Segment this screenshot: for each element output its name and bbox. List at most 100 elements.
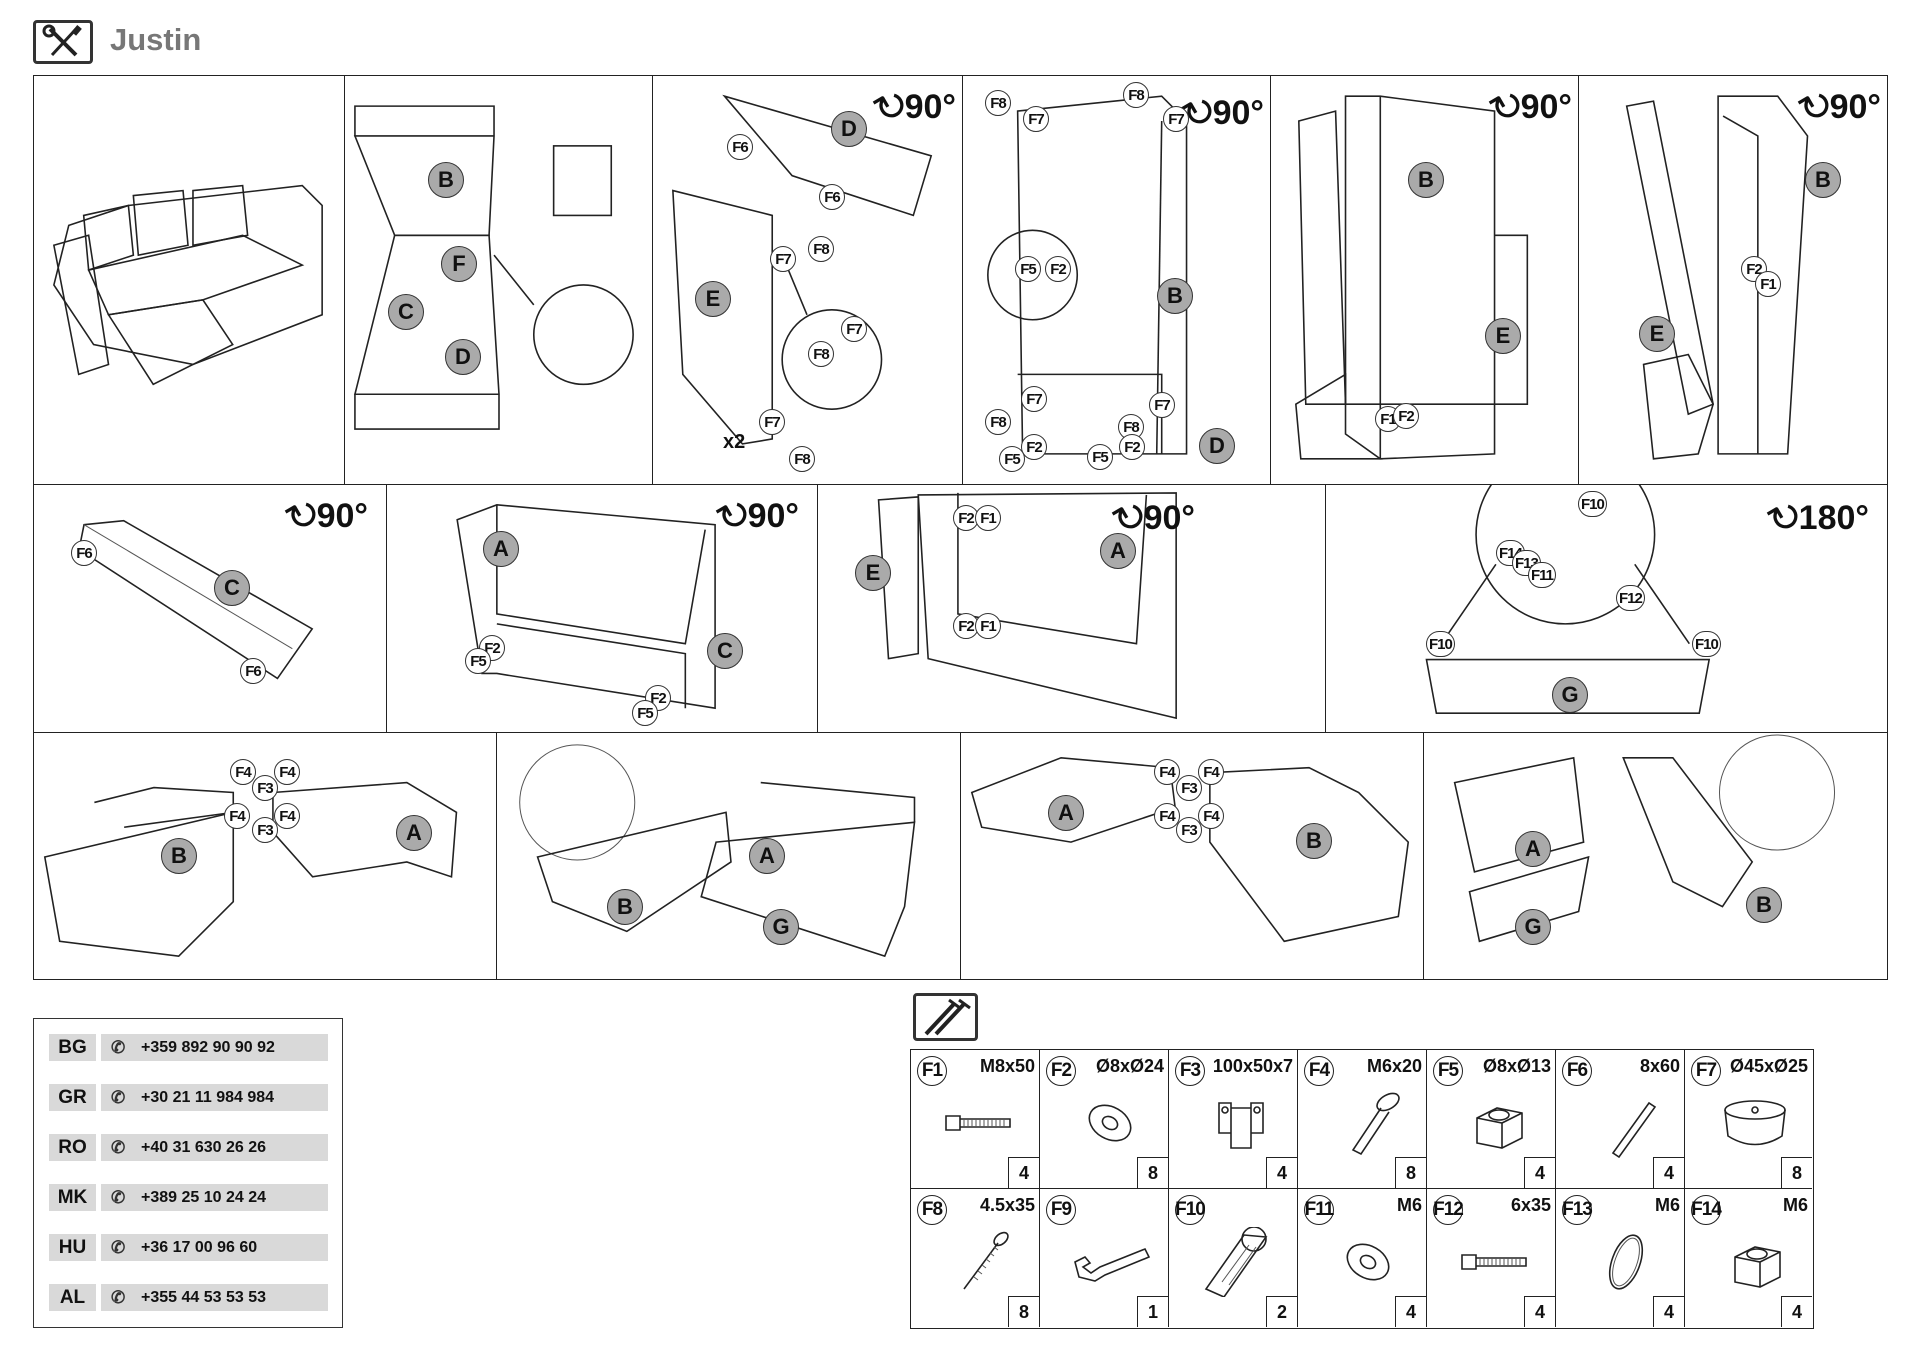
rotate-90-label: ↺90° — [866, 79, 956, 135]
fitting-label: F5 — [632, 700, 658, 726]
part-badge-g: G — [1515, 909, 1551, 945]
hardware-cell-f5: F5 Ø8xØ13 4 — [1427, 1050, 1556, 1189]
part-badge-b: B — [161, 838, 197, 874]
fitting-id: F10 — [1175, 1195, 1206, 1225]
frame-with-armrest-illustration — [1295, 95, 1529, 460]
fitting-label: F6 — [71, 540, 97, 566]
part-badge-d: D — [831, 111, 867, 147]
fitting-label: F5 — [1015, 256, 1041, 282]
fitting-quantity: 4 — [1266, 1157, 1297, 1188]
nut-icon — [1734, 1246, 1781, 1288]
fitting-label: F6 — [727, 134, 753, 160]
phone-icon: ✆ — [111, 1187, 126, 1207]
fitting-quantity: 4 — [1395, 1296, 1426, 1327]
step-6-panel: ↺90° B E F2 F1 — [1578, 75, 1888, 485]
part-badge-b: B — [1296, 823, 1332, 859]
step-8-panel: ↺90° A C F2 F5 F2 F5 — [386, 484, 818, 733]
rotate-90-label: ↺90° — [1791, 79, 1881, 135]
country-code: RO — [49, 1134, 96, 1161]
fitting-label: F8 — [808, 341, 834, 367]
fitting-label: F7 — [841, 316, 867, 342]
fitting-id: F14 — [1691, 1195, 1722, 1225]
phone-number[interactable]: ✆+36 17 00 96 60 — [101, 1234, 328, 1261]
fitting-label: F2 — [953, 613, 979, 639]
fitting-label: F4 — [1154, 759, 1180, 785]
part-badge-a: A — [1100, 533, 1136, 569]
foot-icon — [1724, 1100, 1786, 1146]
part-badge-b: B — [1157, 278, 1193, 314]
step-13-panel: A B F4 F4 F3 F4 F4 F3 — [960, 732, 1424, 980]
step-9-panel: ↺90° E A F2 F1 F2 F1 — [817, 484, 1326, 733]
step-14-panel: A G B — [1423, 732, 1888, 980]
phone-number[interactable]: ✆+355 44 53 53 53 — [101, 1284, 328, 1311]
fitting-label: F7 — [1023, 106, 1049, 132]
fitting-spec: M6 — [1654, 1195, 1680, 1215]
rotate-90-label: ↺90° — [1105, 490, 1195, 546]
part-badge-d: D — [445, 339, 481, 375]
part-badge-g: G — [763, 909, 799, 945]
step-10-panel: ↺180° G F10 F14 F13 F11 F12 F10 F10 — [1325, 484, 1888, 733]
part-badge-b: B — [1805, 162, 1841, 198]
part-badge-b: B — [607, 889, 643, 925]
phone-number[interactable]: ✆+359 892 90 90 92 — [101, 1034, 328, 1061]
part-badge-a: A — [483, 531, 519, 567]
fitting-label: F10 — [1692, 631, 1721, 657]
fitting-label: F1 — [975, 505, 1001, 531]
step-12-panel: A B G — [496, 732, 961, 980]
rotate-90-label: ↺90° — [709, 488, 799, 544]
page-title: Justin — [110, 22, 202, 57]
spring-washer-icon — [1608, 1234, 1644, 1290]
fitting-spec: M6 — [1782, 1195, 1808, 1215]
contact-row: BG ✆+359 892 90 90 92 — [49, 1034, 328, 1061]
fitting-quantity: 8 — [1137, 1157, 1168, 1188]
fitting-label: F3 — [1176, 775, 1202, 801]
fitting-spec: Ø45xØ25 — [1729, 1056, 1808, 1076]
storage-box-illustration — [353, 105, 634, 430]
phone-number[interactable]: ✆+389 25 10 24 24 — [101, 1184, 328, 1211]
screws-icon — [913, 993, 978, 1041]
fitting-label: F12 — [1616, 585, 1645, 611]
quantity-note: x2 — [723, 431, 746, 453]
country-code: HU — [49, 1234, 96, 1261]
fitting-spec: Ø8xØ13 — [1482, 1056, 1551, 1076]
fitting-id: F11 — [1304, 1195, 1334, 1225]
fitting-label: F2 — [1119, 434, 1145, 460]
fitting-label: F4 — [224, 803, 250, 829]
fitting-label: F2 — [1045, 256, 1071, 282]
hardware-cell-f9: F9 1 — [1040, 1189, 1169, 1327]
fitting-spec: 100x50x7 — [1212, 1056, 1293, 1076]
threaded-rod-icon — [1611, 1101, 1657, 1158]
fitting-quantity: 1 — [1137, 1296, 1168, 1327]
rotate-180-label: ↺180° — [1760, 490, 1869, 546]
fitting-id: F5 — [1433, 1056, 1463, 1086]
part-badge-b: B — [428, 162, 464, 198]
fitting-quantity: 4 — [1524, 1157, 1555, 1188]
phone-icon: ✆ — [111, 1037, 126, 1057]
fitting-label: F8 — [985, 409, 1011, 435]
fitting-spec: 4.5x35 — [979, 1195, 1035, 1215]
washer-icon — [1088, 1104, 1132, 1142]
fitting-id: F9 — [1046, 1195, 1076, 1225]
fitting-id: F7 — [1691, 1056, 1721, 1086]
fitting-quantity: 4 — [1008, 1157, 1039, 1188]
contact-row: MK ✆+389 25 10 24 24 — [49, 1184, 328, 1211]
part-badge-e: E — [1485, 318, 1521, 354]
part-badge-a: A — [396, 815, 432, 851]
phone-number[interactable]: ✆+30 21 11 984 984 — [101, 1084, 328, 1111]
part-badge-b: B — [1408, 162, 1444, 198]
tools-icon — [33, 20, 93, 64]
fitting-quantity: 8 — [1008, 1296, 1039, 1327]
part-badge-c: C — [388, 294, 424, 330]
part-badge-g: G — [1552, 677, 1588, 713]
country-code: GR — [49, 1084, 96, 1111]
phone-number[interactable]: ✆+40 31 630 26 26 — [101, 1134, 328, 1161]
frame-side-view-illustration — [1625, 95, 1809, 460]
fitting-label: F1 — [1755, 271, 1781, 297]
bracket-icon — [1218, 1102, 1264, 1149]
